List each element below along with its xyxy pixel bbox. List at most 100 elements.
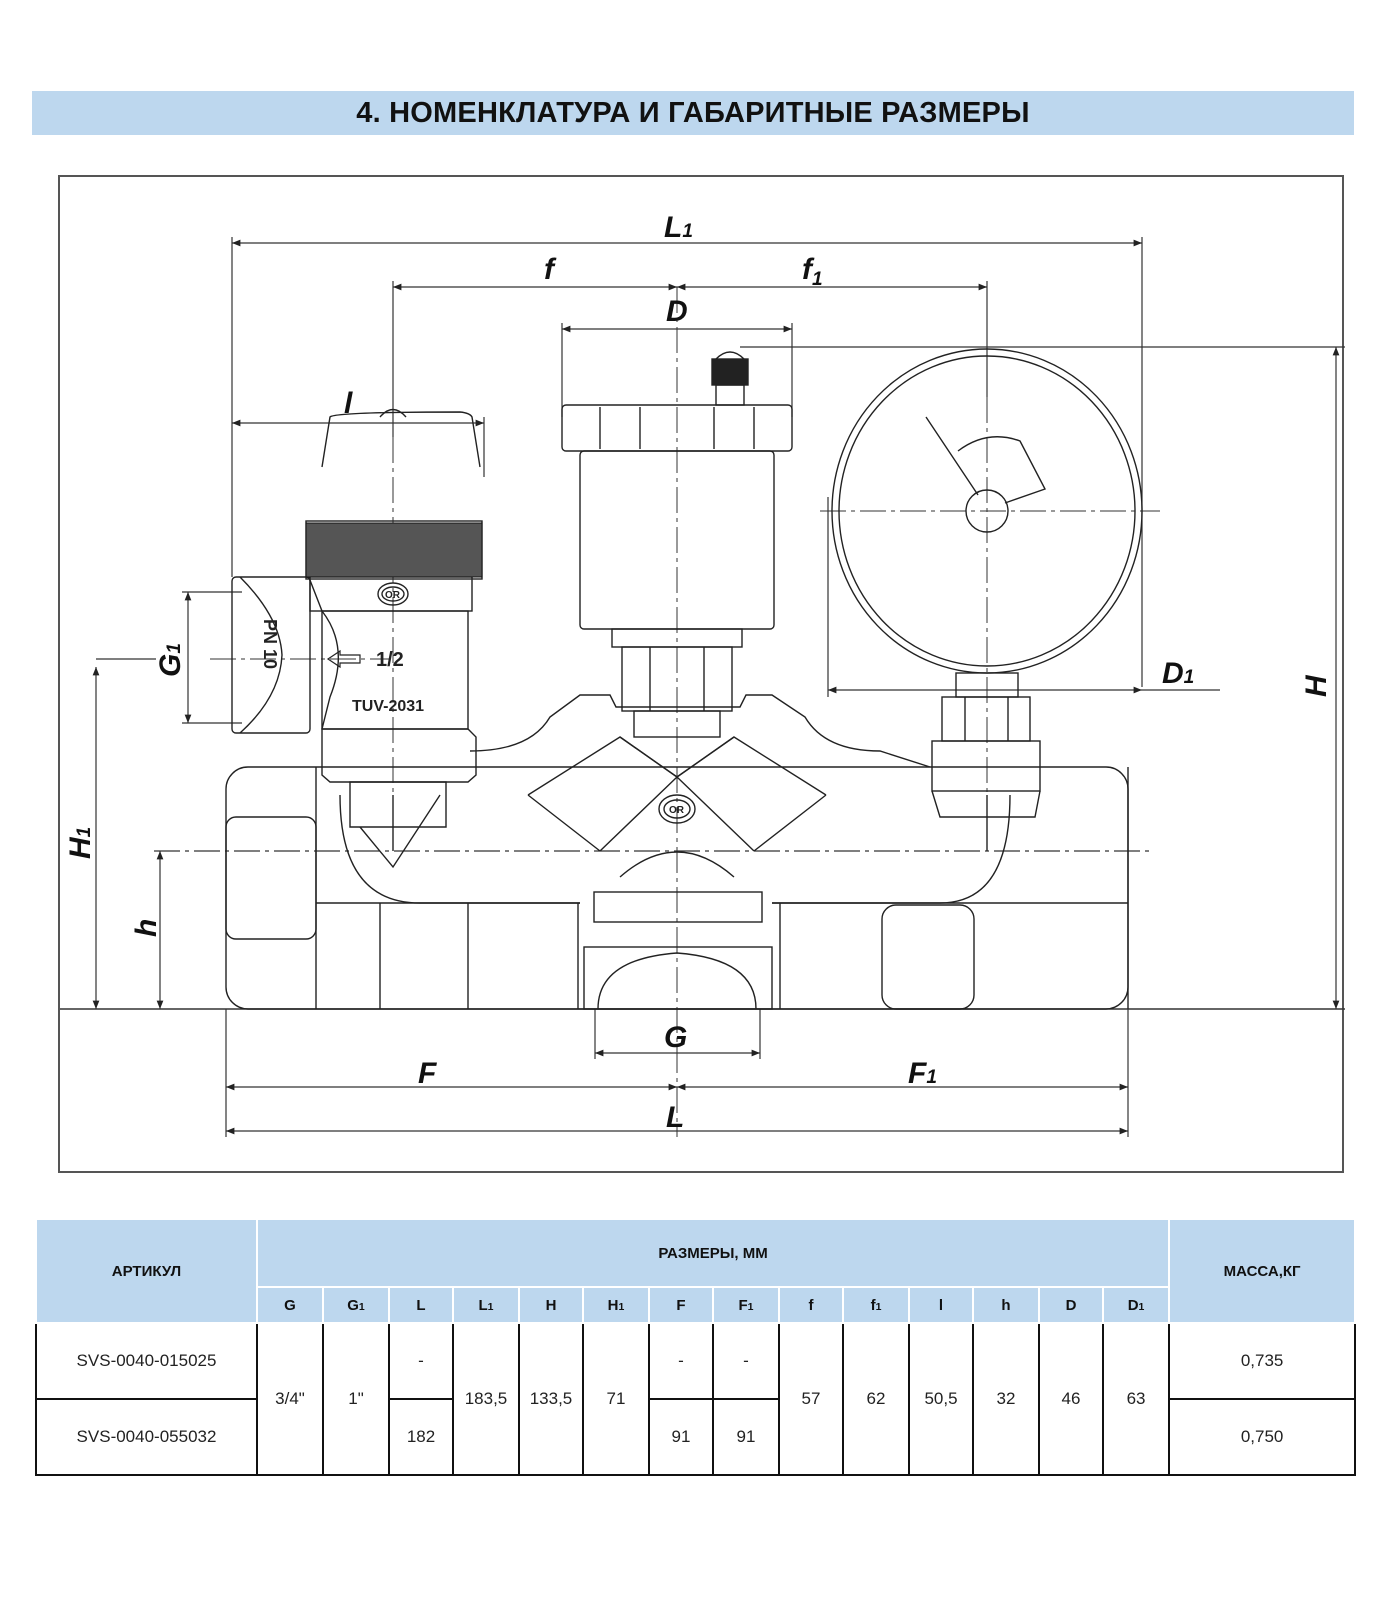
- svg-text:G1: G1: [154, 643, 187, 677]
- column-label: h: [1001, 1296, 1011, 1314]
- column-header-H: H: [518, 1286, 584, 1324]
- pressure-gauge: [831, 348, 1143, 818]
- column-header-D: D: [1038, 1286, 1104, 1324]
- column-header-f1: f1: [842, 1286, 910, 1324]
- cell-l: 50,5: [908, 1322, 974, 1476]
- cell-mass: 0,750: [1168, 1398, 1357, 1476]
- svg-text:L1: L1: [664, 211, 693, 244]
- dimension-label-L1: L1: [664, 211, 693, 244]
- cell-D1: 63: [1101, 1322, 1171, 1476]
- safety-valve: [305, 408, 483, 869]
- dimension-label-F1: F1: [908, 1057, 937, 1090]
- section-title-bar: 4. НОМЕНКЛАТУРА И ГАБАРИТНЫЕ РАЗМЕРЫ: [32, 91, 1354, 135]
- dimension-D1: [827, 497, 1220, 697]
- column-label: l: [938, 1296, 944, 1314]
- technical-drawing-frame: L1 f f1 D l D1 H G1 H1 h G F F1 L PN 10 …: [58, 175, 1345, 1173]
- header-dimensions: РАЗМЕРЫ, ММ: [255, 1218, 1171, 1288]
- svg-text:F1: F1: [908, 1057, 937, 1090]
- svg-text:H1: H1: [64, 827, 97, 859]
- column-label: L: [478, 1296, 488, 1314]
- cell-F: -: [648, 1322, 714, 1400]
- cell-F: 91: [648, 1398, 714, 1476]
- manifold-body: [225, 576, 1129, 1010]
- cell-G1: 1": [322, 1322, 390, 1476]
- column-label-subscript: 1: [487, 1301, 494, 1314]
- column-header-D1: D1: [1101, 1286, 1171, 1324]
- dimension-h: [154, 850, 1150, 1009]
- air-vent: [561, 351, 793, 738]
- column-label: H: [545, 1296, 557, 1314]
- column-header-G: G: [256, 1286, 324, 1324]
- dimension-label-f1: f1: [802, 253, 823, 290]
- cell-L1: 183,5: [452, 1322, 520, 1476]
- column-label: F: [676, 1296, 686, 1314]
- technical-drawing: L1 f f1 D l D1 H G1 H1 h G F F1 L PN 10 …: [60, 211, 1345, 1137]
- dimension-l: [232, 417, 485, 477]
- dimension-label-G: G: [664, 1021, 687, 1054]
- dimension-label-l: l: [344, 387, 353, 420]
- cell-L: 182: [388, 1398, 454, 1476]
- section-title: 4. НОМЕНКЛАТУРА И ГАБАРИТНЫЕ РАЗМЕРЫ: [356, 96, 1030, 129]
- logo-valve: OR: [385, 590, 401, 601]
- table-row: SVS-0040-015025 3/4" 1" - 183,5 133,5 71…: [35, 1322, 1357, 1476]
- column-header-F1: F1: [712, 1286, 780, 1324]
- cell-h: 32: [972, 1322, 1040, 1476]
- cell-L: -: [388, 1322, 454, 1400]
- dimension-H1: [92, 658, 156, 1009]
- table-header-row: АРТИКУЛ РАЗМЕРЫ, ММ МАССА,КГ: [35, 1218, 1357, 1324]
- dimension-label-L: L: [666, 1101, 684, 1134]
- column-label-subscript: 1: [358, 1301, 365, 1314]
- header-article: АРТИКУЛ: [35, 1218, 258, 1324]
- marking-pn: PN 10: [260, 619, 280, 669]
- column-label: F: [738, 1296, 748, 1314]
- cell-H1: 71: [582, 1322, 650, 1476]
- knurled-ring: [305, 522, 483, 578]
- column-label-subscript: 1: [1138, 1301, 1145, 1314]
- cell-G: 3/4": [256, 1322, 324, 1476]
- dimension-label-h: h: [130, 919, 163, 937]
- logo-body: OR: [669, 805, 685, 816]
- table-row: SVS-0040-055032 182 91 91 0,750: [35, 1398, 1357, 1476]
- column-label: D: [1127, 1296, 1139, 1314]
- column-label: H: [607, 1296, 619, 1314]
- column-header-h: h: [972, 1286, 1040, 1324]
- column-header-F: F: [648, 1286, 714, 1324]
- column-label-subscript: 1: [618, 1301, 625, 1314]
- dimension-f-f1: [392, 281, 988, 437]
- dimension-label-H: H: [1300, 674, 1333, 697]
- column-label: f: [870, 1296, 876, 1314]
- column-label: G: [284, 1296, 296, 1314]
- column-label: G: [347, 1296, 359, 1314]
- column-header-H1: H1: [582, 1286, 650, 1324]
- dimension-label-D1: D1: [1162, 657, 1194, 690]
- column-label: L: [416, 1296, 426, 1314]
- dimension-label-H1: H1: [64, 827, 97, 859]
- marking-size: 1/2: [376, 649, 404, 671]
- dimension-L1: [231, 237, 1143, 687]
- column-label-subscript: 1: [875, 1301, 882, 1314]
- cell-article: SVS-0040-015025: [35, 1322, 258, 1400]
- dimension-label-G1: G1: [154, 643, 187, 677]
- dimension-label-D: D: [666, 295, 688, 328]
- column-header-L: L: [388, 1286, 454, 1324]
- cell-article: SVS-0040-055032: [35, 1398, 258, 1476]
- cell-f1: 62: [842, 1322, 910, 1476]
- column-header-l: l: [908, 1286, 974, 1324]
- dimension-label-f: f: [544, 253, 557, 286]
- flow-arrow-icon: [326, 649, 361, 669]
- dimension-G1: [182, 591, 242, 724]
- column-header-f: f: [778, 1286, 844, 1324]
- column-header-L1: L1: [452, 1286, 520, 1324]
- svg-text:f1: f1: [802, 253, 823, 290]
- column-label-subscript: 1: [747, 1301, 754, 1314]
- cell-H: 133,5: [518, 1322, 584, 1476]
- marking-cert: TUV-2031: [352, 698, 424, 715]
- cell-F1: -: [712, 1322, 780, 1400]
- cell-D: 46: [1038, 1322, 1104, 1476]
- column-label: f: [808, 1296, 814, 1314]
- column-header-G1: G1: [322, 1286, 390, 1324]
- header-mass: МАССА,КГ: [1168, 1218, 1357, 1324]
- cell-F1: 91: [712, 1398, 780, 1476]
